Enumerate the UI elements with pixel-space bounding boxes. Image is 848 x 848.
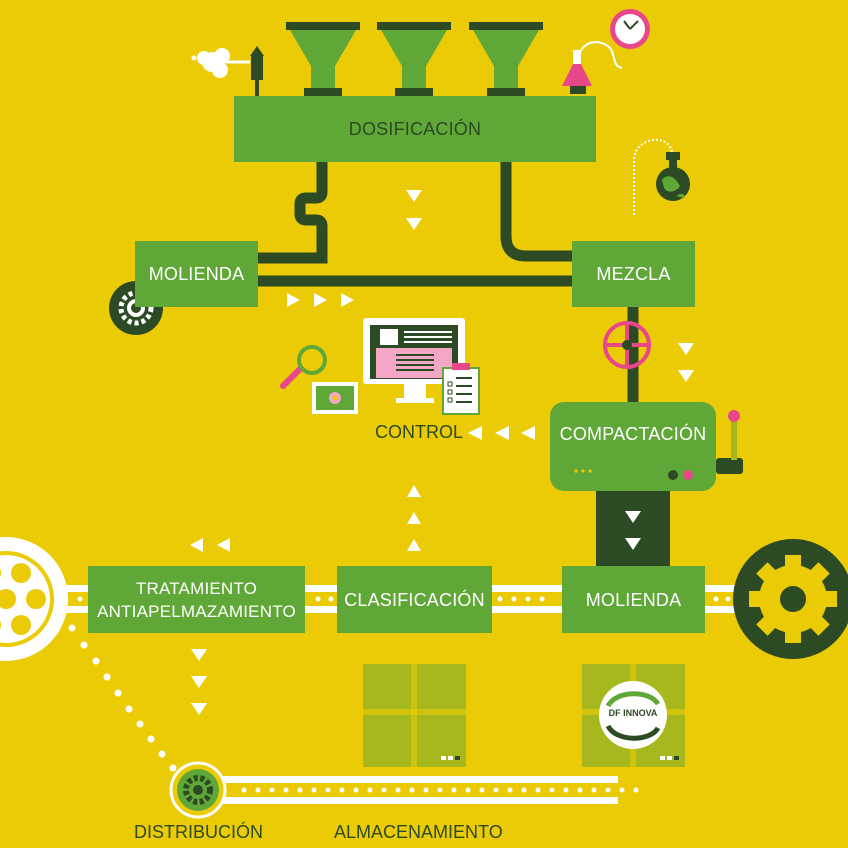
stage-compactacion-label: COMPACTACIÓN <box>559 424 707 444</box>
valve-wheel-icon <box>603 321 651 369</box>
gear-icon <box>733 539 848 659</box>
compactor-machine <box>550 402 743 491</box>
stage-molienda-1-label: MOLIENDA <box>148 264 245 284</box>
hopper-icon <box>286 22 360 96</box>
stage-molienda-1: MOLIENDA <box>135 241 258 307</box>
stage-molienda-2: MOLIENDA <box>562 566 705 633</box>
flask-clock-icon <box>562 9 650 94</box>
stage-clasificacion: CLASIFICACIÓN <box>337 566 492 633</box>
stage-distribucion-label: DISTRIBUCIÓN <box>134 822 264 842</box>
chute <box>596 490 670 568</box>
smoke-emitter-icon <box>191 46 264 96</box>
stage-tratamiento-label-1: TRATAMIENTO <box>135 578 258 598</box>
magnifier-icon <box>280 345 327 389</box>
gear-icon <box>169 761 227 819</box>
stage-molienda-2-label: MOLIENDA <box>585 589 682 610</box>
distribution-path <box>68 624 177 772</box>
storage-box <box>582 664 685 767</box>
flow-arrows <box>190 190 694 715</box>
monitor-icon <box>363 318 465 403</box>
sample-photo-icon <box>312 382 358 414</box>
stage-clasificacion-label: CLASIFICACIÓN <box>344 589 485 610</box>
globe-flask-icon <box>633 138 690 215</box>
clipboard-icon <box>442 363 480 415</box>
gear-icon <box>0 537 68 661</box>
storage-box <box>363 664 466 767</box>
stage-dosificacion: DOSIFICACIÓN <box>234 96 596 162</box>
df-innova-logo-text: DF INNOVA <box>608 708 658 718</box>
stage-control-label: CONTROL <box>375 422 464 442</box>
bottom-conveyor <box>198 776 639 804</box>
stage-mezcla: MEZCLA <box>572 241 695 307</box>
stage-tratamiento-label-2: ANTIAPELMAZAMIENTO <box>97 601 296 621</box>
hopper-icon <box>469 22 543 96</box>
stage-tratamiento: TRATAMIENTO ANTIAPELMAZAMIENTO <box>88 566 305 633</box>
stage-mezcla-label: MEZCLA <box>596 264 671 284</box>
stage-dosificacion-label: DOSIFICACIÓN <box>348 119 482 139</box>
stage-almacenamiento-label: ALMACENAMIENTO <box>334 822 503 842</box>
stage-compactacion: COMPACTACIÓN <box>550 402 716 466</box>
hopper-icon <box>377 22 451 96</box>
